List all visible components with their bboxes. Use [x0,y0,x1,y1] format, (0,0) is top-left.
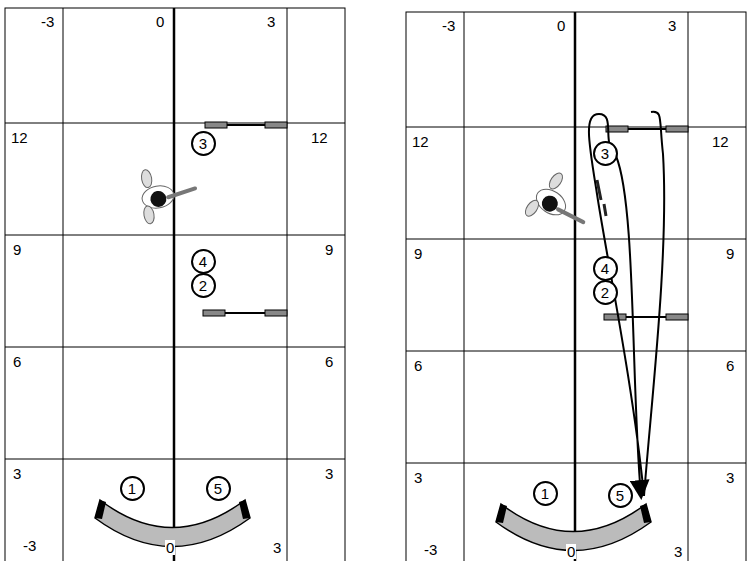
grid-frame [5,8,345,561]
callout-number: 1 [128,481,136,496]
center-line [574,12,577,561]
handler-figure [136,162,200,225]
grid-line [688,12,689,561]
grid-coordinate: -3 [22,538,37,553]
obstacle-number: 5 [206,476,231,501]
grid-coordinate: 3 [272,540,282,555]
obstacle-number: 2 [191,273,216,298]
handler-figure [523,168,599,244]
dog-figure [597,180,606,216]
tunnel-mouth [239,500,250,519]
center-line [173,8,176,561]
grid-coordinate: 9 [324,242,334,257]
grid-coordinate: 12 [711,134,730,149]
grid-line [464,12,465,561]
grid-line [406,127,746,128]
grid-coordinate: 3 [12,466,22,481]
grid-line [287,8,288,561]
grid-coordinate: 6 [413,358,423,373]
grid-line [406,239,746,240]
grid-coordinate: -3 [40,14,55,29]
grid-line [5,123,345,124]
obstacle-number: 5 [608,483,633,508]
grid-coordinate: 3 [266,14,276,29]
grid-line [63,8,64,561]
jump-wing [666,314,688,320]
jump-wing [604,314,626,320]
jump-wing [666,126,688,132]
tunnel-mouth [95,500,106,519]
grid-coordinate: 0 [566,544,576,559]
jump-wing [606,126,628,132]
callout-number: 2 [199,278,207,293]
grid-line [5,235,345,236]
grid-coordinate: 3 [324,466,334,481]
grid-coordinate: 3 [673,544,683,559]
obstacle-number: 4 [593,256,618,281]
grid-coordinate: 3 [725,470,735,485]
grid-coordinate: 3 [413,470,423,485]
obstacle-number: 3 [191,131,216,156]
grid-coordinate: 0 [165,540,175,555]
callout-number: 1 [541,486,549,501]
obstacle-number: 4 [191,249,216,274]
course-panel [406,12,746,561]
grid-coordinate: 6 [12,354,22,369]
course-panel [5,8,345,561]
grid-coordinate: 12 [411,134,430,149]
obstacle-number: 2 [593,280,618,305]
callout-number: 5 [616,488,624,503]
callout-number: 4 [199,254,207,269]
grid-coordinate: 6 [725,358,735,373]
grid-frame [406,12,746,561]
dog-path [644,112,664,496]
grid-coordinate: 6 [324,354,334,369]
grid-coordinate: 12 [310,130,329,145]
jump-wing [203,310,225,316]
tunnel-mouth [496,504,507,523]
callout-number: 3 [601,146,609,161]
callout-number: 4 [601,261,609,276]
callout-number: 2 [601,285,609,300]
dog-path [589,114,644,496]
grid-coordinate: 9 [413,246,423,261]
grid-line [406,351,746,352]
grid-coordinate: 3 [667,18,677,33]
obstacle-number: 1 [533,481,558,506]
callout-number: 3 [199,136,207,151]
grid-line [5,459,345,460]
grid-coordinate: 0 [556,18,566,33]
grid-line [5,347,345,348]
obstacle-number: 1 [120,476,145,501]
callout-number: 5 [214,481,222,496]
tunnel-mouth [640,504,651,523]
grid-line [406,463,746,464]
grid-coordinate: -3 [441,18,456,33]
obstacle-number: 3 [593,141,618,166]
grid-coordinate: 12 [10,130,29,145]
grid-coordinate: 0 [155,14,165,29]
grid-coordinate: 9 [12,242,22,257]
grid-coordinate: 9 [725,246,735,261]
jump-wing [205,122,227,128]
jump-wing [265,310,287,316]
jump-wing [265,122,287,128]
grid-coordinate: -3 [423,542,438,557]
